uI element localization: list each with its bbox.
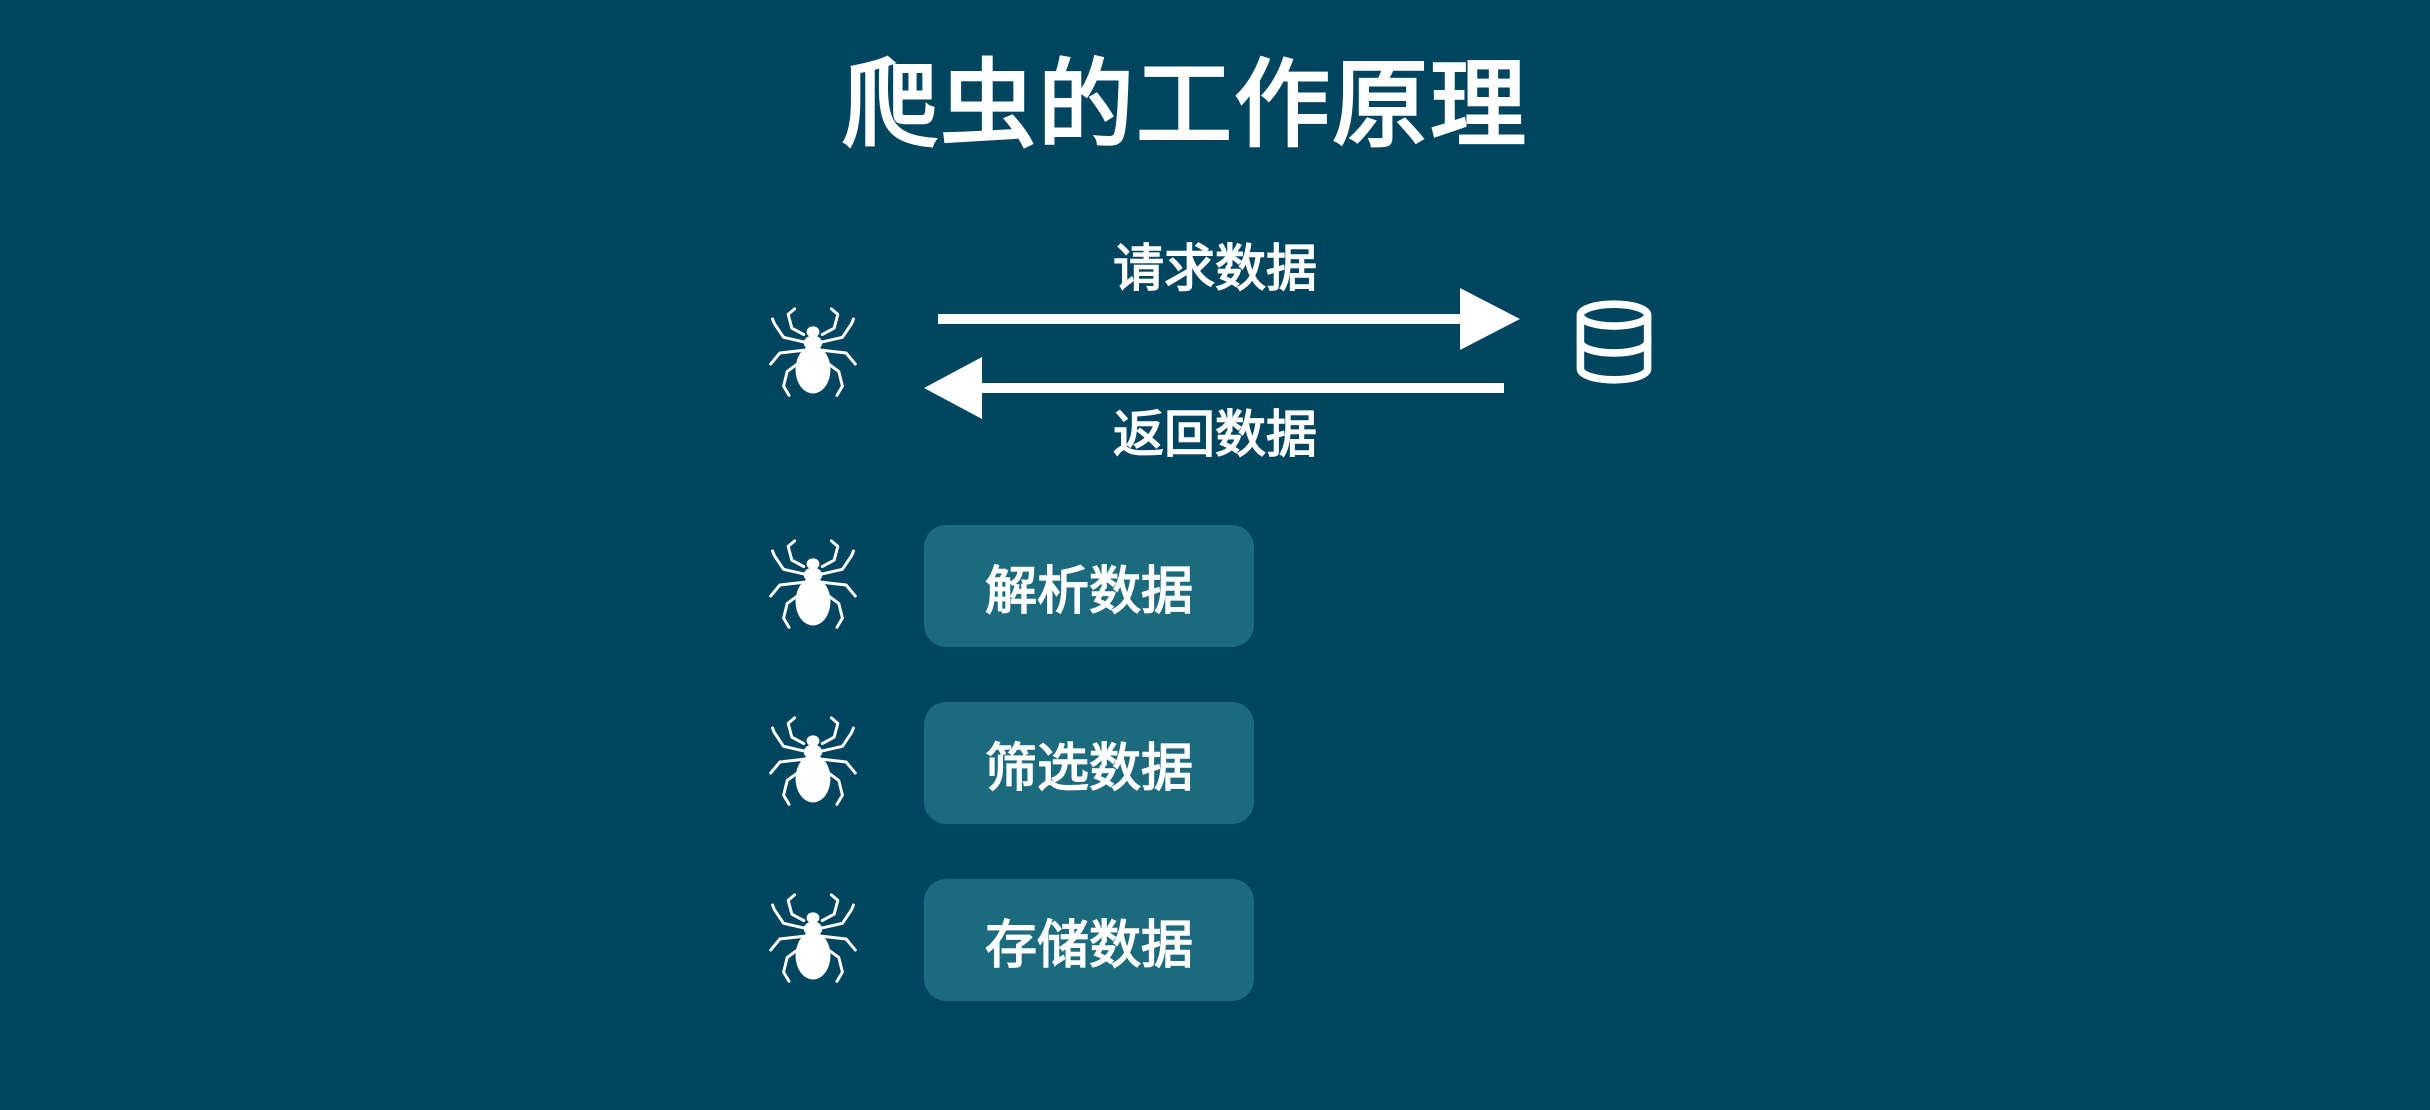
database-icon <box>1572 300 1656 384</box>
spider-icon <box>767 305 859 401</box>
spider-icon <box>767 714 859 810</box>
step-filter-data: 筛选数据 <box>924 702 1254 824</box>
response-arrow <box>924 357 1504 419</box>
slide-title: 爬虫的工作原理 <box>842 49 1528 161</box>
step-store-data: 存储数据 <box>924 879 1254 1001</box>
spider-icon <box>767 891 859 987</box>
step-parse-data: 解析数据 <box>924 525 1254 647</box>
request-label: 请求数据 <box>1112 240 1317 299</box>
step-label: 解析数据 <box>984 561 1193 622</box>
spider-icon <box>767 537 859 633</box>
step-label: 筛选数据 <box>984 738 1193 799</box>
request-arrow <box>938 288 1520 350</box>
response-label: 返回数据 <box>1112 406 1317 465</box>
step-label: 存储数据 <box>984 915 1193 976</box>
